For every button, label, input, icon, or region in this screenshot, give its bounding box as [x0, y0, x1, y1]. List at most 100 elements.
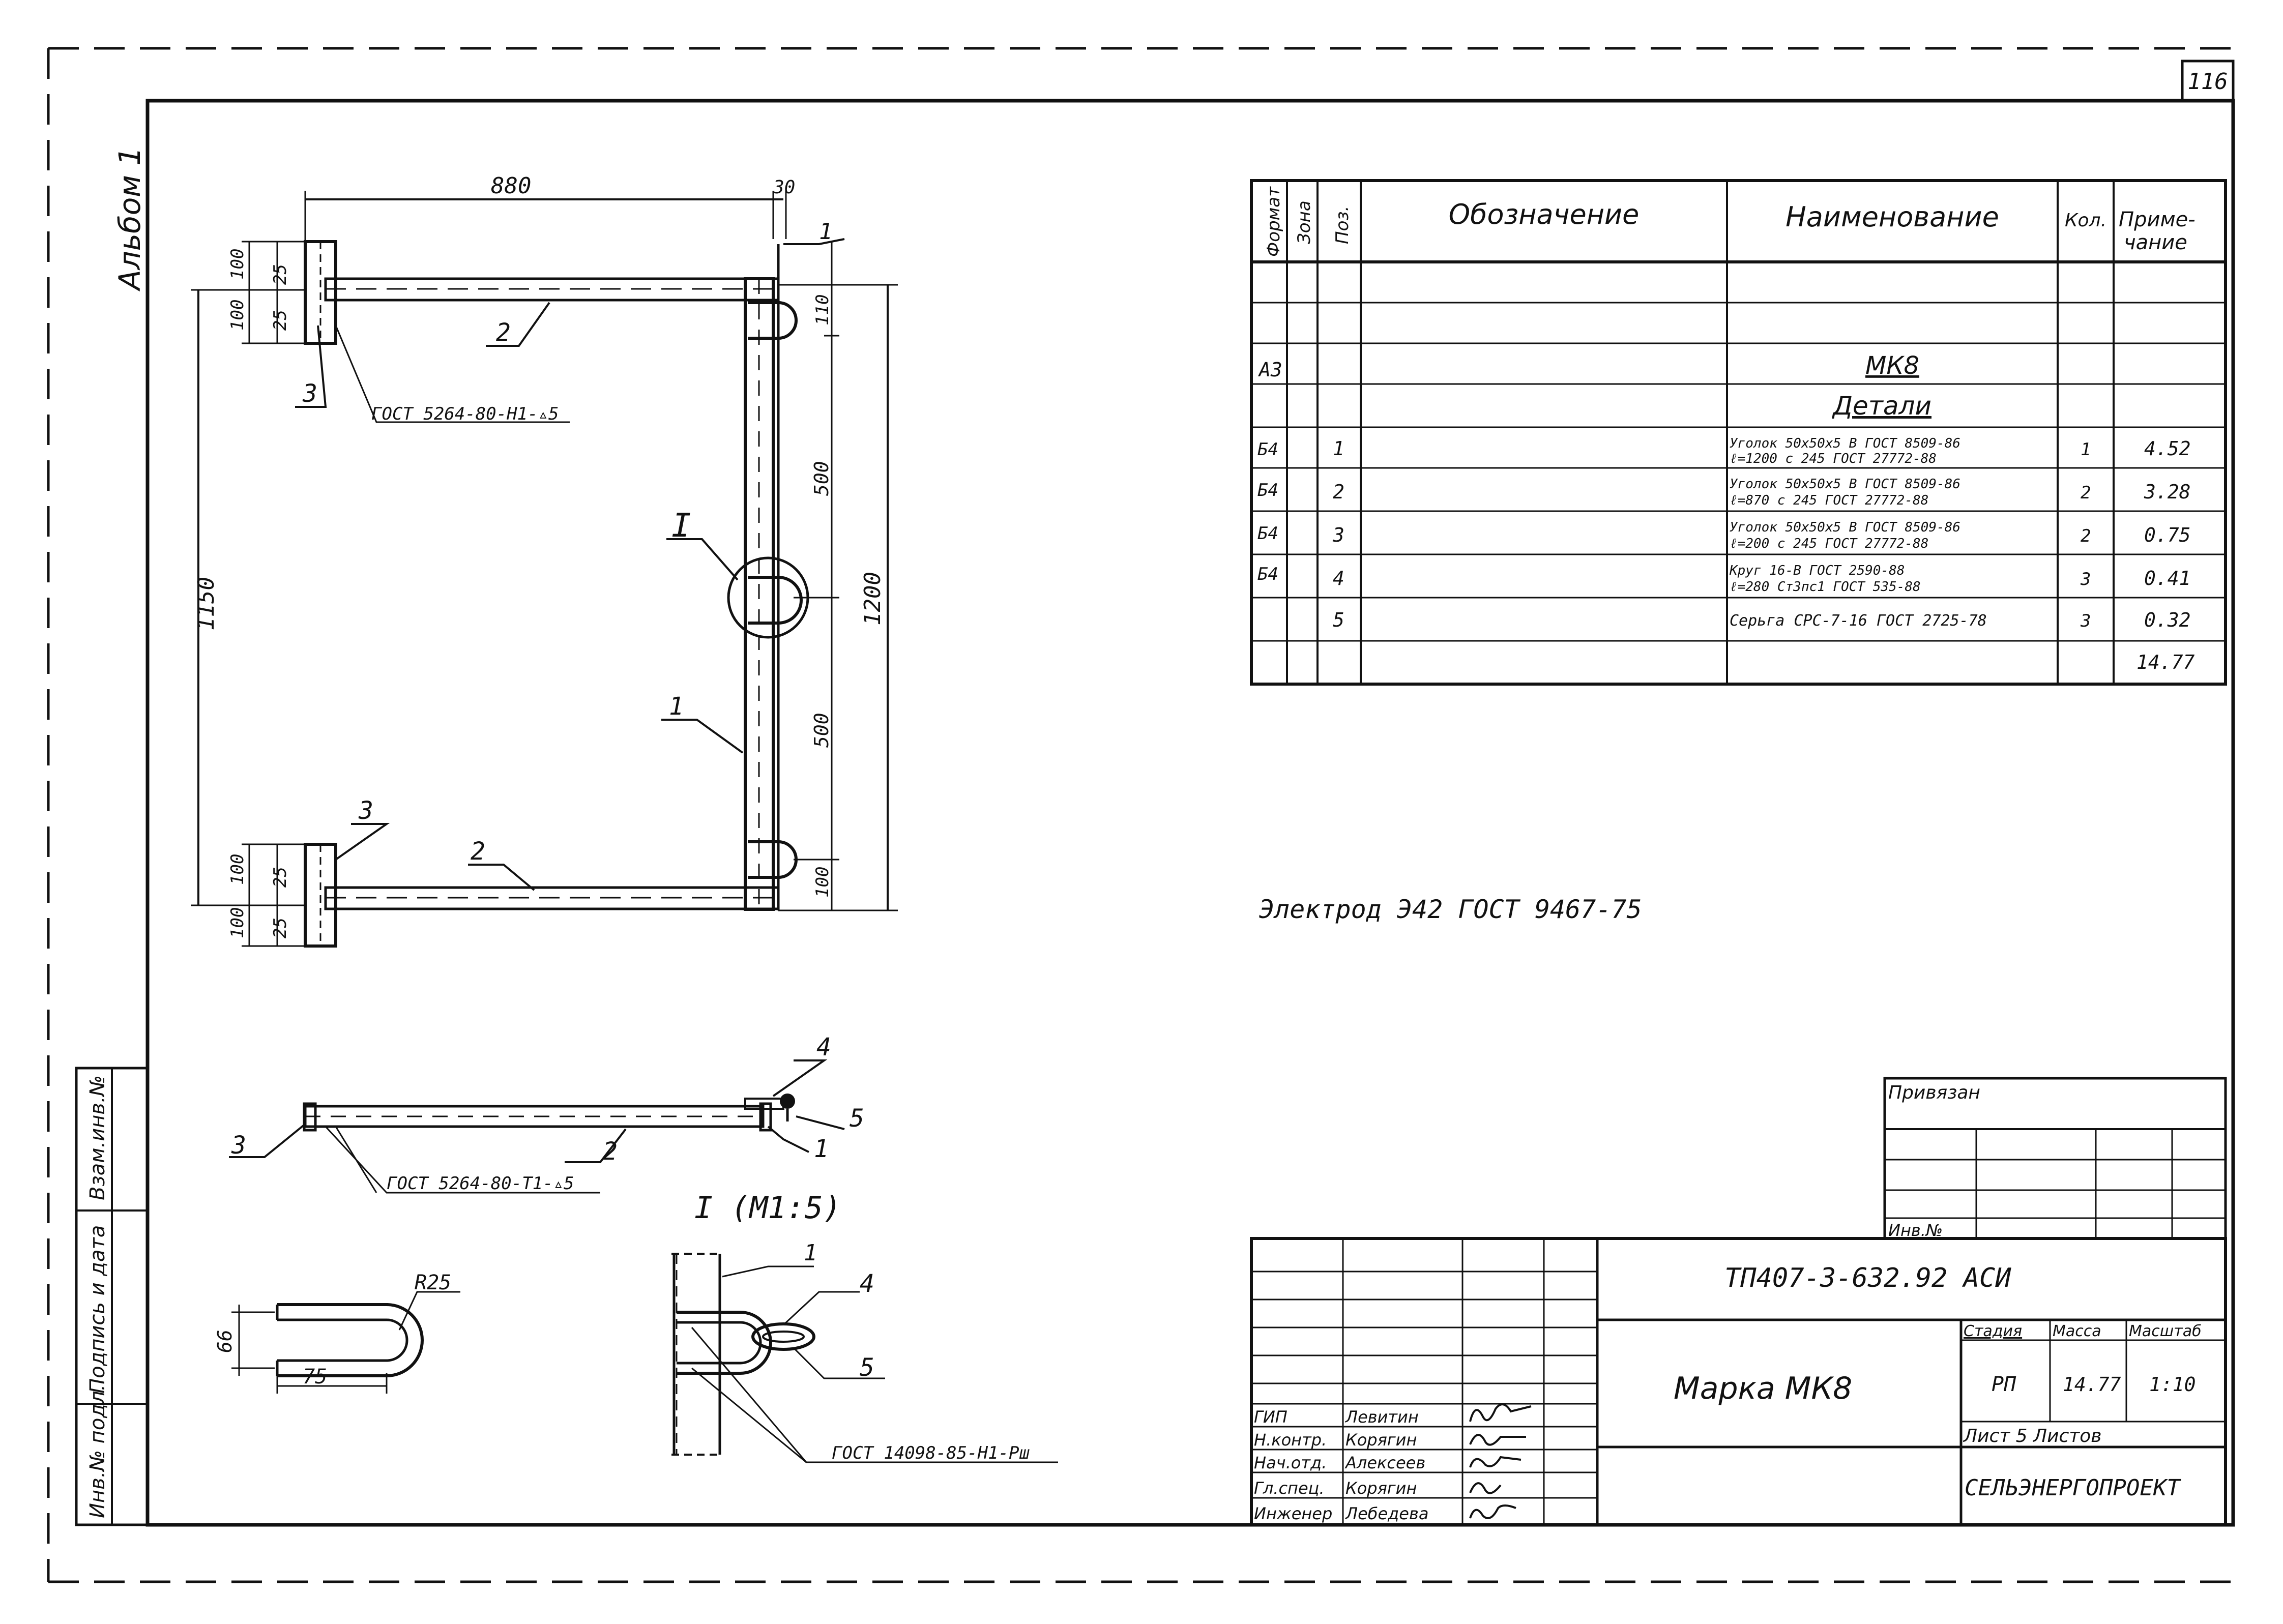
mass-label: Масса [2053, 1322, 2101, 1340]
pos-3-bottom: 3 [358, 796, 373, 825]
u-rod-detail [231, 1291, 460, 1394]
row-qty: 2 [2081, 526, 2091, 546]
node-detail [671, 1253, 1058, 1463]
row-pos: 4 [1333, 567, 1344, 589]
dim-upper-100a: 100 [227, 249, 248, 280]
weld-note-top: ГОСТ 5264-80-Н1-▵5 [371, 404, 559, 424]
pos-1-side: 1 [814, 1135, 829, 1163]
side-stamp-inv-podl: Инв.№ подл. [86, 1384, 109, 1518]
row-format: Б4 [1257, 480, 1278, 500]
signatures [1469, 1403, 1532, 1519]
title-block [1250, 1237, 2227, 1526]
staff-role: Гл.спец. [1254, 1479, 1325, 1498]
dim-lower-25a: 25 [270, 867, 290, 888]
staff-role: Н.контр. [1254, 1430, 1327, 1450]
row-note: 4.52 [2144, 437, 2191, 460]
dim-lower-100a: 100 [227, 854, 248, 885]
hdr-note: Приме- чание [2119, 208, 2202, 254]
pos-2-bottom: 2 [471, 837, 485, 866]
spec-rows: Б4 1 Уголок 50х50х5 В ГОСТ 8509-86 ℓ=120… [1257, 436, 2191, 631]
row-name-l1: Уголок 50х50х5 В ГОСТ 8509-86 [1730, 436, 1960, 451]
row-qty: 2 [2081, 483, 2091, 503]
sheet-number: 116 [2187, 69, 2228, 95]
dim-upper-100b: 100 [227, 300, 248, 331]
org-name: СЕЛЬЭНЕРГОПРОЕКТ [1965, 1475, 2181, 1501]
side-stamp: Взам.инв.№ Подпись и дата Инв.№ подл. [75, 1067, 149, 1526]
privyazan-title: Привязан [1888, 1082, 1980, 1103]
side-stamp-vzam: Взам.инв.№ [86, 1075, 109, 1200]
dim-1150: 1150 [193, 577, 219, 631]
pos-4-detail: 4 [860, 1269, 874, 1298]
hdr-format: Формат [1264, 186, 1284, 257]
spec-total: 14.77 [2136, 651, 2195, 673]
row-pos: 3 [1332, 524, 1344, 546]
staff-name: Лебедева [1345, 1504, 1428, 1523]
row-format: Б4 [1257, 564, 1278, 584]
section-title: Детали [1832, 391, 1931, 421]
hdr-note-line2: чание [2124, 231, 2187, 254]
format-a3: А3 [1258, 359, 1282, 381]
spec-table [1250, 179, 2227, 686]
hdr-qty: Кол. [2065, 210, 2106, 231]
dim-lower-100b: 100 [227, 907, 248, 938]
staff-name: Корягин [1345, 1479, 1417, 1498]
staff-name: Левитин [1345, 1407, 1419, 1427]
hdr-designation: Обозначение [1449, 198, 1640, 230]
row-qty: 3 [2080, 611, 2091, 631]
detail-title: I (М1:5) [694, 1190, 841, 1226]
album-label: Альбом 1 [112, 147, 147, 292]
doc-code: ТП407-3-632.92 АСИ [1724, 1263, 2011, 1293]
row-note: 3.28 [2144, 481, 2191, 503]
hdr-name: Наименование [1786, 201, 1999, 233]
pos-2-side: 2 [603, 1137, 618, 1166]
main-frame [145, 99, 2235, 1527]
dim-lower-25b: 25 [270, 918, 290, 938]
row-qty: 1 [2081, 439, 2091, 460]
scale-label: Масштаб [2129, 1322, 2202, 1340]
dim-30: 30 [773, 177, 795, 198]
scale-value: 1:10 [2149, 1373, 2196, 1396]
pos-1-detail: 1 [804, 1240, 817, 1266]
row-note: 0.32 [2144, 609, 2191, 631]
privyazan-block [1883, 1077, 2227, 1240]
pos-5-detail: 5 [860, 1353, 874, 1382]
sheet-number-box: 116 [2181, 60, 2235, 102]
electrode-note: Электрод Э42 ГОСТ 9467-75 [1259, 895, 1642, 924]
mass-value: 14.77 [2063, 1373, 2121, 1396]
staff-role: Нач.отд. [1254, 1453, 1327, 1472]
dim-upper-25b: 25 [270, 310, 290, 331]
table-row: Б4 4 Круг 16-В ГОСТ 2590-88 ℓ=280 Ст3пс1… [1257, 563, 2191, 595]
hdr-pos: Поз. [1332, 206, 1353, 244]
radius-label: R25 [415, 1271, 451, 1294]
row-format: Б4 [1257, 439, 1278, 460]
hdr-zone: Зона [1294, 200, 1314, 244]
row-name-l2: ℓ=870 с 245 ГОСТ 27772-88 [1730, 493, 1928, 508]
pos-3-side: 3 [231, 1131, 246, 1160]
front-view [191, 191, 898, 948]
pos-2-top: 2 [496, 318, 511, 347]
dim-110: 110 [812, 294, 833, 326]
row-name-l2: ℓ=280 Ст3пс1 ГОСТ 535-88 [1730, 579, 1921, 595]
staff-name: Корягин [1345, 1430, 1417, 1450]
dim-500-bottom: 500 [810, 713, 833, 748]
stage-value: РП [1992, 1373, 2016, 1396]
dim-880: 880 [491, 173, 531, 199]
mark-title: МК8 [1865, 351, 1919, 380]
row-name-l1: Круг 16-В ГОСТ 2590-88 [1729, 563, 1905, 578]
row-name-l1: Уголок 50х50х5 В ГОСТ 8509-86 [1730, 520, 1960, 535]
table-row: Б4 1 Уголок 50х50х5 В ГОСТ 8509-86 ℓ=120… [1257, 436, 2191, 466]
dim-75: 75 [303, 1365, 327, 1389]
privyazan-inv: Инв.№ [1888, 1221, 1943, 1240]
row-note: 0.41 [2144, 567, 2191, 589]
row-name-l2: ℓ=1200 с 245 ГОСТ 27772-88 [1730, 451, 1937, 466]
staff-list: ГИП Левитин Н.контр. Корягин Нач.отд. Ал… [1254, 1407, 1428, 1523]
row-name-l2: ℓ=200 с 245 ГОСТ 27772-88 [1730, 536, 1928, 551]
stage-label: Стадия [1964, 1322, 2022, 1340]
hdr-note-line1: Приме- [2119, 208, 2196, 231]
side-stamp-podpis: Подпись и дата [86, 1225, 109, 1394]
table-row: Б4 3 Уголок 50х50х5 В ГОСТ 8509-86 ℓ=200… [1257, 520, 2191, 551]
dim-upper-25a: 25 [270, 264, 290, 285]
staff-role: ГИП [1254, 1407, 1287, 1427]
side-view [229, 1059, 845, 1194]
